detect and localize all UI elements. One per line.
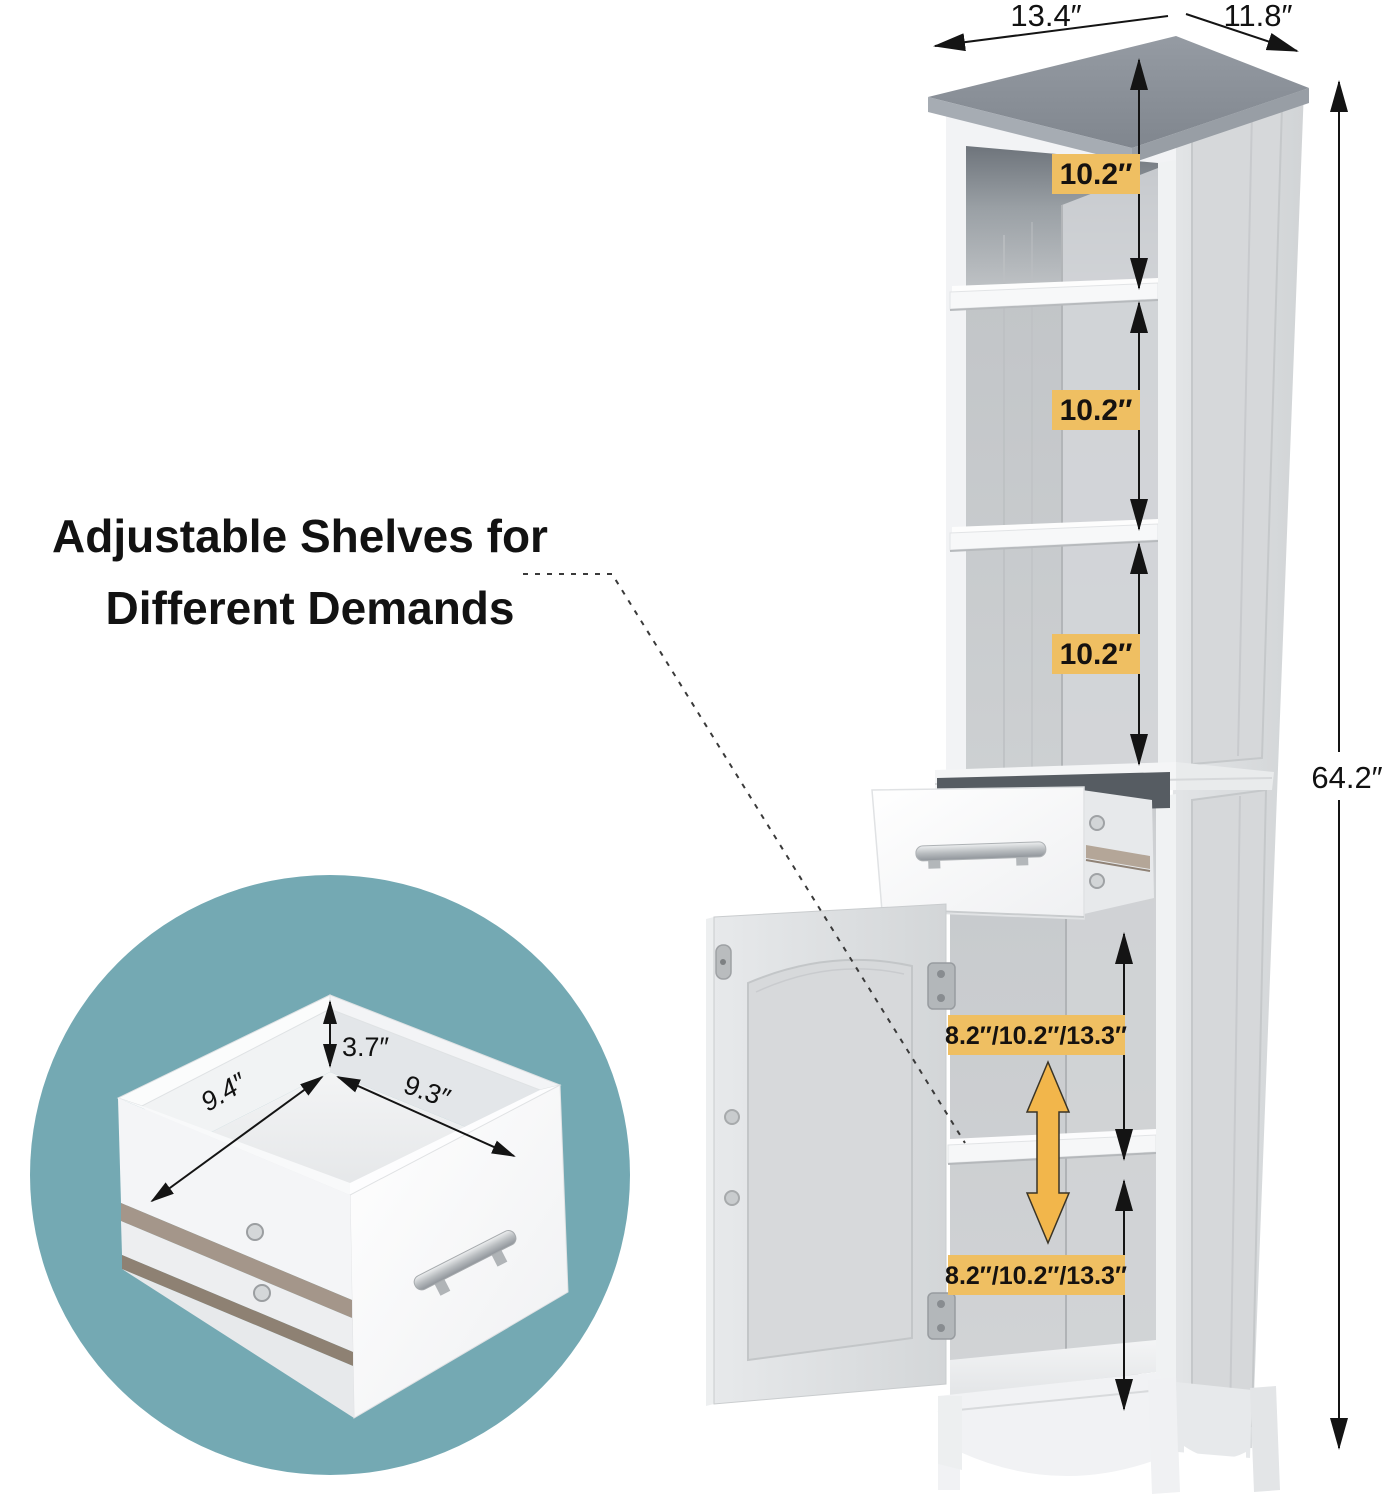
upper-gap-label-2: 10.2″: [1052, 390, 1140, 430]
cabinet-upper-interior: [966, 146, 1158, 772]
caption-line-2: Different Demands: [106, 582, 515, 634]
lower-gap-label-top: 8.2″/10.2″/13.3″: [945, 1015, 1127, 1055]
inset-dimension-lines: [150, 1000, 516, 1203]
inset-drawer-rail: [121, 1203, 352, 1318]
svg-text:8.2″/10.2″/13.3″: 8.2″/10.2″/13.3″: [945, 1262, 1127, 1290]
door-screw: [724, 1109, 740, 1125]
top-depth-arrow: [1185, 13, 1299, 52]
inset-drawer-screws: [246, 1223, 271, 1302]
front-left-leg: [938, 1396, 962, 1470]
door-hinge-top: [927, 962, 956, 1010]
upper-gap-label-3: 10.2″: [1052, 634, 1140, 674]
drawer-width-arrow: [336, 1076, 516, 1157]
overall-height-label: 64.2″: [1311, 760, 1382, 795]
top-depth-label: 11.8″: [1223, 0, 1292, 33]
door-panel: [747, 958, 913, 1362]
drawer-height-label: 3.7″: [342, 1032, 390, 1062]
drawer-depth-arrow: [150, 1075, 324, 1203]
back-right-leg: [1250, 1386, 1280, 1492]
drawer-slide-rail: [1086, 845, 1150, 869]
cabinet-base: [937, 1372, 1280, 1500]
caption-leader-line: [523, 573, 966, 1144]
lower-interior-floor: [950, 1340, 1156, 1396]
svg-text:8.2″/10.2″/13.3″: 8.2″/10.2″/13.3″: [945, 1022, 1127, 1050]
caption-block: Adjustable Shelves for Different Demands: [52, 510, 966, 1144]
door-hinge-bottom: [927, 1292, 956, 1340]
lower-gap-label-bottom: 8.2″/10.2″/13.3″: [945, 1255, 1127, 1295]
svg-text:10.2″: 10.2″: [1060, 394, 1133, 427]
drawer-inset: 3.7″ 9.4″ 9.3″: [30, 875, 630, 1475]
open-door: [706, 903, 956, 1406]
cabinet-top-slab: [928, 36, 1309, 163]
upper-right-stile: [1158, 160, 1176, 766]
side-skirt: [1176, 1382, 1252, 1458]
front-right-leg: [1148, 1377, 1180, 1494]
top-width-label: 13.4″: [1010, 0, 1081, 33]
drawer-handle: [915, 841, 1047, 869]
svg-text:10.2″: 10.2″: [1060, 638, 1133, 671]
apron-arch-cutout: [960, 1452, 1166, 1500]
upper-gap-label-1: 10.2″: [1052, 154, 1140, 194]
dimension-annotations: 13.4″ 11.8″ 64.2″ 10.2″ 10.2″ 10.2″: [933, 0, 1383, 1450]
door-screw: [724, 1190, 740, 1206]
adjustable-height-arrow: [1025, 1060, 1071, 1245]
upper-shelf-1: [949, 278, 1159, 311]
inset-drawer-handle: [413, 1230, 517, 1296]
caption-line-1: Adjustable Shelves for: [52, 510, 548, 562]
svg-text:10.2″: 10.2″: [1060, 158, 1133, 191]
top-width-arrow: [933, 15, 1169, 52]
open-drawer: [871, 772, 1170, 920]
